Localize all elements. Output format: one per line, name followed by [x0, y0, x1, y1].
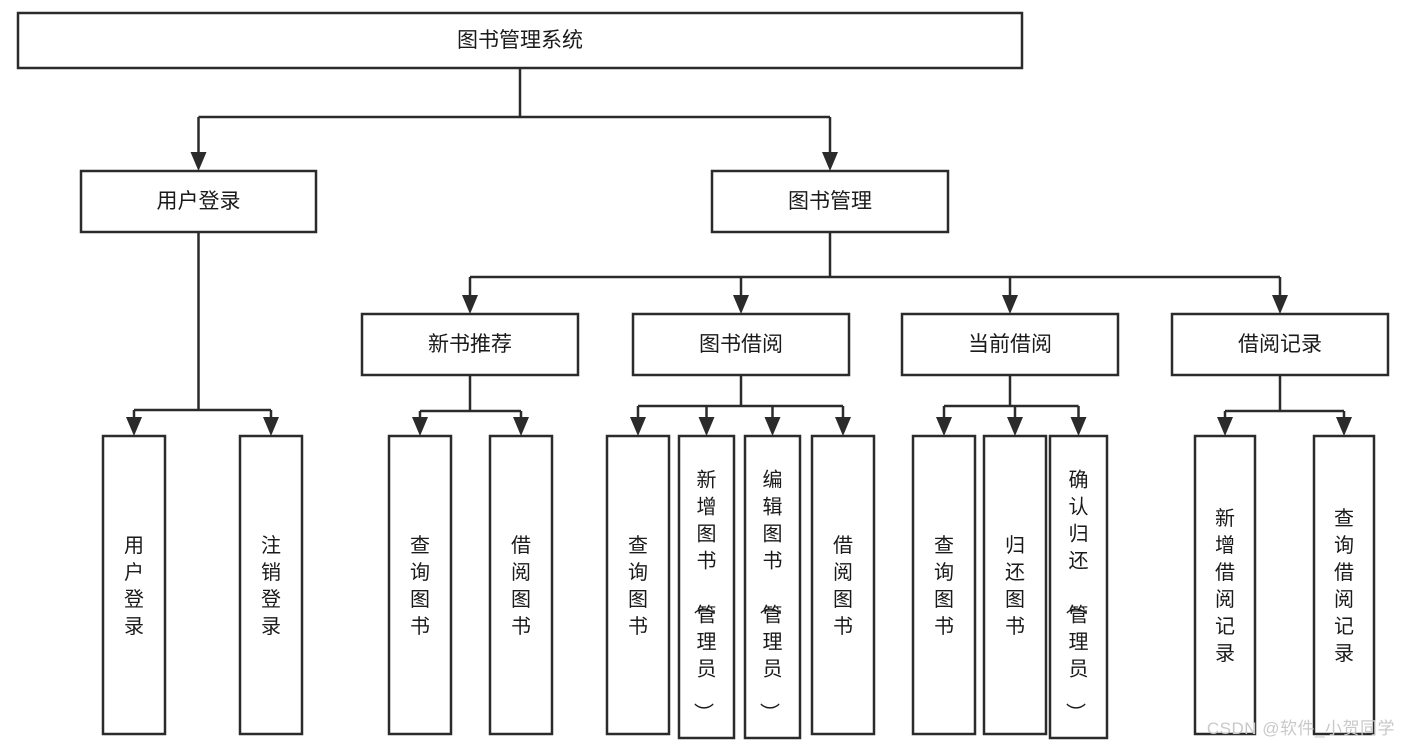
node-label: 查询图书: [628, 534, 648, 638]
node-box[interactable]: [488, 434, 554, 736]
arrow-head-icon: [1272, 295, 1288, 314]
node-label: 查询借阅记录: [1334, 507, 1354, 665]
node-label: 新书推荐: [428, 333, 512, 356]
node-box[interactable]: [1170, 312, 1390, 377]
nodes-layer: 图书管理系统用户登录图书管理新书推荐图书借阅当前借阅借阅记录用户登录注销登录查询…: [16, 11, 1390, 740]
node-box[interactable]: [605, 434, 671, 736]
node-box[interactable]: [1048, 434, 1109, 740]
node-current-borrow[interactable]: 当前借阅: [900, 312, 1120, 377]
node-label: 借阅记录: [1238, 333, 1322, 356]
arrow-head-icon: [936, 417, 952, 436]
node-root[interactable]: 图书管理系统: [16, 11, 1024, 70]
arrow-head-icon: [513, 417, 529, 436]
edge-group: [630, 375, 851, 436]
edge-group: [412, 375, 529, 436]
arrow-head-icon: [698, 417, 715, 436]
node-new-book-rec[interactable]: 新书推荐: [360, 312, 580, 377]
arrow-head-icon: [1002, 295, 1018, 314]
node-box[interactable]: [360, 312, 580, 377]
node-box[interactable]: [911, 434, 977, 736]
node-user-login[interactable]: 用户登录: [79, 169, 318, 234]
arrow-head-icon: [1007, 417, 1023, 436]
node-box[interactable]: [810, 434, 876, 736]
edge-group: [1217, 375, 1352, 436]
arrow-head-icon: [412, 417, 428, 436]
node-leaf-query-book-3[interactable]: 查询图书: [911, 434, 977, 736]
node-leaf-confirm-return[interactable]: 确认归还（管理员）: [1048, 434, 1109, 740]
arrow-head-icon: [1217, 417, 1233, 436]
node-label: 用户登录: [124, 535, 144, 638]
node-leaf-add-record[interactable]: 新增借阅记录: [1193, 434, 1257, 736]
node-label: 查询图书: [410, 534, 430, 638]
node-leaf-user-login[interactable]: 用户登录: [101, 434, 167, 736]
node-box[interactable]: [743, 434, 802, 740]
node-box[interactable]: [631, 312, 851, 377]
edge-group: [190, 68, 838, 171]
node-label: 图书借阅: [699, 333, 783, 356]
node-leaf-query-record[interactable]: 查询借阅记录: [1312, 434, 1376, 736]
node-label: 归还图书: [1005, 534, 1025, 638]
node-leaf-borrow-book-1[interactable]: 借阅图书: [488, 434, 554, 736]
arrow-head-icon: [764, 417, 781, 436]
node-leaf-return-book[interactable]: 归还图书: [982, 434, 1048, 736]
arrow-head-icon: [190, 152, 207, 171]
node-label: 新增图书（管理员）: [692, 469, 717, 723]
arrow-head-icon: [462, 295, 478, 314]
node-box[interactable]: [677, 434, 736, 740]
node-label: 用户登录: [157, 190, 241, 213]
node-label: 当前借阅: [968, 333, 1052, 356]
node-box[interactable]: [101, 434, 167, 736]
node-label: 图书管理系统: [457, 29, 583, 52]
node-label: 注销登录: [261, 534, 281, 638]
edge-group: [462, 232, 1288, 314]
node-box[interactable]: [1193, 434, 1257, 736]
node-box[interactable]: [710, 169, 950, 234]
arrow-head-icon: [263, 417, 279, 436]
node-leaf-add-book[interactable]: 新增图书（管理员）: [677, 434, 736, 740]
node-label: 借阅图书: [833, 534, 853, 638]
node-label: 新增借阅记录: [1215, 507, 1235, 665]
arrow-head-icon: [126, 417, 142, 436]
node-leaf-logout[interactable]: 注销登录: [238, 434, 304, 736]
node-box[interactable]: [1312, 434, 1376, 736]
node-book-borrow[interactable]: 图书借阅: [631, 312, 851, 377]
node-leaf-edit-book[interactable]: 编辑图书（管理员）: [743, 434, 802, 740]
node-box[interactable]: [900, 312, 1120, 377]
arrow-head-icon: [630, 417, 646, 436]
node-box[interactable]: [16, 11, 1024, 70]
node-leaf-query-book-1[interactable]: 查询图书: [387, 434, 453, 736]
arrow-head-icon: [822, 152, 838, 171]
arrow-head-icon: [835, 417, 851, 436]
node-box[interactable]: [982, 434, 1048, 736]
node-box[interactable]: [238, 434, 304, 736]
watermark-label: CSDN @软件_小贺同学: [1206, 719, 1395, 738]
node-leaf-borrow-book-2[interactable]: 借阅图书: [810, 434, 876, 736]
edge-group: [126, 232, 279, 436]
node-label: 确认归还（管理员）: [1064, 469, 1089, 723]
edge-group: [936, 375, 1087, 436]
node-book-manage[interactable]: 图书管理: [710, 169, 950, 234]
node-label: 编辑图书（管理员）: [758, 469, 783, 723]
node-box[interactable]: [387, 434, 453, 736]
node-label: 图书管理: [788, 190, 872, 213]
arrow-head-icon: [1336, 417, 1352, 436]
edges-layer: [126, 68, 1352, 436]
arrow-head-icon: [1070, 417, 1087, 436]
node-box[interactable]: [79, 169, 318, 234]
node-label: 借阅图书: [511, 534, 531, 638]
node-leaf-query-book-2[interactable]: 查询图书: [605, 434, 671, 736]
node-borrow-record[interactable]: 借阅记录: [1170, 312, 1390, 377]
arrow-head-icon: [733, 295, 749, 314]
node-label: 查询图书: [934, 534, 954, 638]
